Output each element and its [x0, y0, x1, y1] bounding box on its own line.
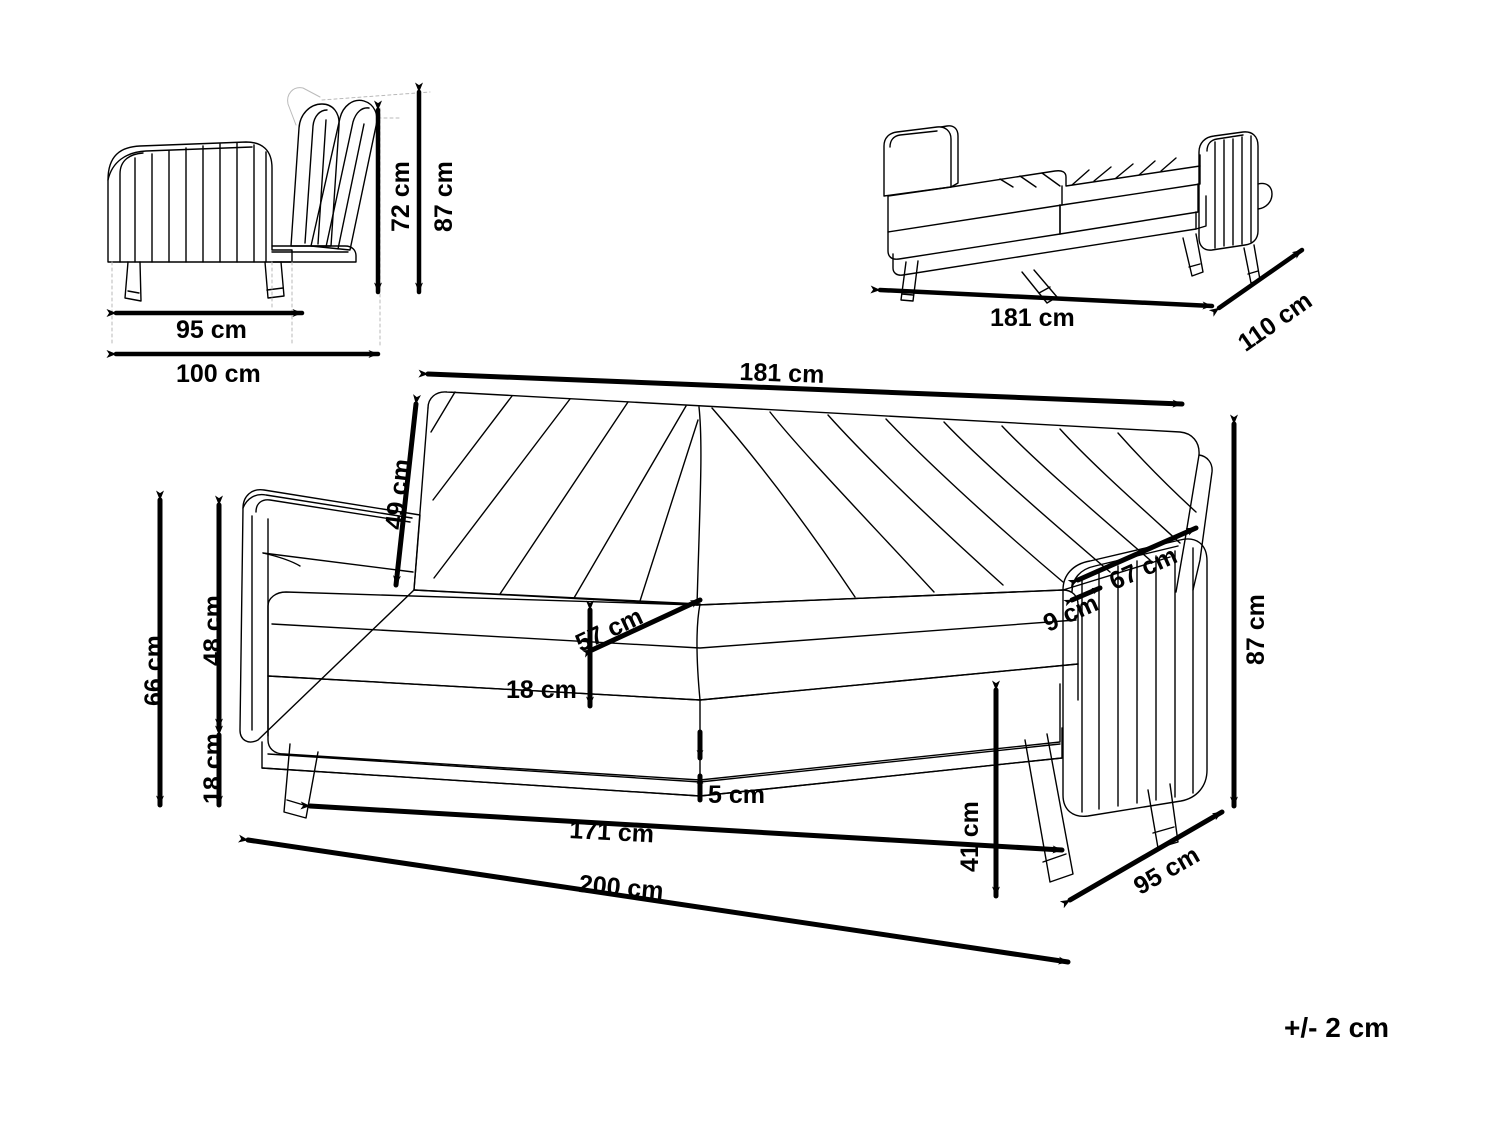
bed-view-sofa-outline [883, 125, 1273, 304]
dimension-label-main-181: 181 cm [739, 358, 825, 389]
tolerance-note: +/- 2 cm [1284, 1012, 1390, 1043]
side-view-dimension-arrows [106, 82, 423, 358]
dimension-label-bed-181: 181 cm [990, 304, 1075, 332]
dimension-label-side-87: 87 cm [430, 161, 458, 232]
dimension-label-main-41: 41 cm [956, 801, 984, 872]
dimension-label-main-66: 66 cm [140, 635, 168, 706]
main-view-dimension-arrows [156, 369, 1238, 965]
side-view-sofa-outline [107, 87, 378, 302]
dimension-label-main-5: 5 cm [708, 781, 765, 809]
dimension-label-main-48: 48 cm [199, 595, 227, 666]
dimension-label-side-100: 100 cm [176, 360, 261, 388]
bed-view-dimension-arrows [870, 247, 1305, 317]
dimension-label-side-72: 72 cm [387, 161, 415, 232]
dimension-label-main-171: 171 cm [568, 816, 655, 849]
dimension-label-main-18-leg: 18 cm [199, 733, 227, 804]
side-view-extension-lines [111, 91, 431, 346]
dimension-label-side-95: 95 cm [176, 316, 247, 344]
dimension-label-main-18-cushion: 18 cm [506, 676, 577, 704]
dimension-label-main-87: 87 cm [1242, 594, 1270, 665]
